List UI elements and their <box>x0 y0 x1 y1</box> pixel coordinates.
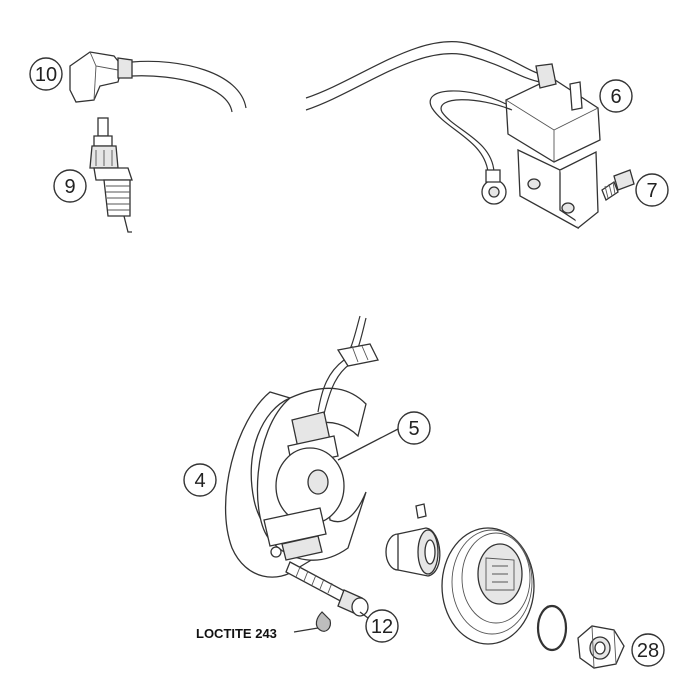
coil-mounting-bolt <box>601 169 635 201</box>
callout-10: 10 <box>29 57 63 91</box>
callout-6-label: 6 <box>610 86 621 108</box>
spark-plug <box>89 117 133 233</box>
stator-screw <box>285 561 369 617</box>
callout-4-label: 4 <box>194 470 205 492</box>
callout-9-label: 9 <box>64 176 75 198</box>
woodruff-key <box>415 503 427 519</box>
loctite-note: LOCTITE 243 <box>196 626 277 641</box>
callout-12: 12 <box>365 609 399 643</box>
ignition-coil <box>305 41 601 230</box>
callout-7: 7 <box>635 173 669 207</box>
callout-6: 6 <box>599 79 633 113</box>
callout-5: 5 <box>397 411 431 445</box>
rotor-nut <box>577 625 625 669</box>
callout-9: 9 <box>53 169 87 203</box>
flywheel-rotor <box>441 527 535 645</box>
callout-12-label: 12 <box>371 616 393 638</box>
callout-5-label: 5 <box>408 418 419 440</box>
circlip <box>536 604 568 652</box>
callout-7-label: 7 <box>646 180 657 202</box>
stator-plate <box>225 315 379 578</box>
rotor-sleeve <box>385 527 441 577</box>
callout-4: 4 <box>183 463 217 497</box>
callout-28-label: 28 <box>637 640 659 662</box>
callout-28: 28 <box>631 633 665 667</box>
callout-10-label: 10 <box>35 64 57 86</box>
spark-plug-cap <box>69 51 247 113</box>
loctite-drop-icon <box>293 611 331 633</box>
